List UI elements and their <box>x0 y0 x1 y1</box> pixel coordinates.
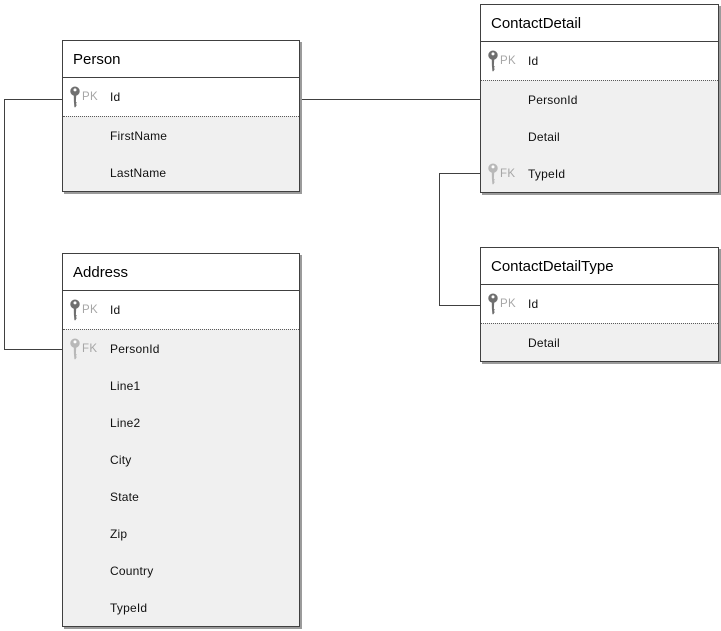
columns-section: Detail <box>481 323 718 361</box>
table-row[interactable]: PersonId <box>481 81 718 118</box>
entity-contactdetail-header[interactable]: ContactDetail <box>481 5 718 42</box>
table-row[interactable]: FK PersonId <box>63 330 299 367</box>
primary-key-icon <box>70 86 82 108</box>
pk-section: PK Id <box>63 78 299 116</box>
column-name: Country <box>110 563 154 578</box>
column-name: State <box>110 489 140 504</box>
table-row[interactable]: Detail <box>481 118 718 155</box>
column-name: PersonId <box>528 92 578 107</box>
key-type-label: PK <box>500 55 516 67</box>
table-row[interactable]: PK Id <box>63 291 299 329</box>
entity-address[interactable]: Address PK Id FK PersonId Line1 <box>62 253 300 627</box>
column-name: Zip <box>110 526 128 541</box>
column-name: FirstName <box>110 128 168 143</box>
entity-person[interactable]: Person PK Id FirstName LastName <box>62 40 300 192</box>
key-type-label: FK <box>82 342 98 355</box>
pk-section: PK Id <box>63 291 299 329</box>
entity-name: Address <box>73 263 129 281</box>
pk-section: PK Id <box>481 42 718 80</box>
column-name: LastName <box>110 165 167 180</box>
entity-person-header[interactable]: Person <box>63 41 299 78</box>
entity-contactdetailtype-header[interactable]: ContactDetailType <box>481 248 718 285</box>
table-row[interactable]: Detail <box>481 324 718 361</box>
column-name: Id <box>110 303 121 317</box>
foreign-key-icon <box>488 163 500 185</box>
entity-contactdetailtype[interactable]: ContactDetailType PK Id Detail <box>480 247 719 362</box>
columns-section: PersonId Detail FK TypeId <box>481 80 718 192</box>
primary-key-icon <box>488 293 500 315</box>
table-row[interactable]: FK TypeId <box>481 155 718 192</box>
table-row[interactable]: Country <box>63 552 299 589</box>
column-name: Detail <box>528 129 560 144</box>
table-row[interactable]: Line2 <box>63 404 299 441</box>
entity-name: ContactDetailType <box>491 257 614 275</box>
column-name: PersonId <box>110 341 160 356</box>
key-type-label: FK <box>500 167 516 180</box>
key-type-label: PK <box>82 304 98 316</box>
table-row[interactable]: PK Id <box>63 78 299 116</box>
table-row[interactable]: Zip <box>63 515 299 552</box>
column-name: TypeId <box>528 166 566 181</box>
column-name: Detail <box>528 335 560 350</box>
connector-contactdetailtype-contactdetail[interactable] <box>439 173 481 306</box>
table-row[interactable]: TypeId <box>63 589 299 626</box>
key-type-label: PK <box>500 298 516 310</box>
column-name: Id <box>528 297 539 311</box>
table-row[interactable]: Line1 <box>63 367 299 404</box>
column-name: City <box>110 452 132 467</box>
foreign-key-icon <box>70 338 82 360</box>
column-name: Id <box>528 54 539 68</box>
table-row[interactable]: LastName <box>63 154 299 191</box>
column-name: Line1 <box>110 378 141 393</box>
entity-contactdetail[interactable]: ContactDetail PK Id PersonId Detail F <box>480 4 719 193</box>
columns-section: FK PersonId Line1 Line2 City Sta <box>63 329 299 626</box>
key-type-label: PK <box>82 91 98 103</box>
entity-address-header[interactable]: Address <box>63 254 299 291</box>
entity-name: ContactDetail <box>491 14 582 32</box>
table-row[interactable]: FirstName <box>63 117 299 154</box>
pk-section: PK Id <box>481 285 718 323</box>
table-row[interactable]: City <box>63 441 299 478</box>
table-row[interactable]: PK Id <box>481 285 718 323</box>
connector-person-address[interactable] <box>4 99 63 350</box>
columns-section: FirstName LastName <box>63 116 299 191</box>
table-row[interactable]: PK Id <box>481 42 718 80</box>
column-name: TypeId <box>110 600 148 615</box>
entity-name: Person <box>73 50 121 68</box>
primary-key-icon <box>70 299 82 321</box>
column-name: Id <box>110 90 121 104</box>
primary-key-icon <box>488 50 500 72</box>
column-name: Line2 <box>110 415 141 430</box>
table-row[interactable]: State <box>63 478 299 515</box>
